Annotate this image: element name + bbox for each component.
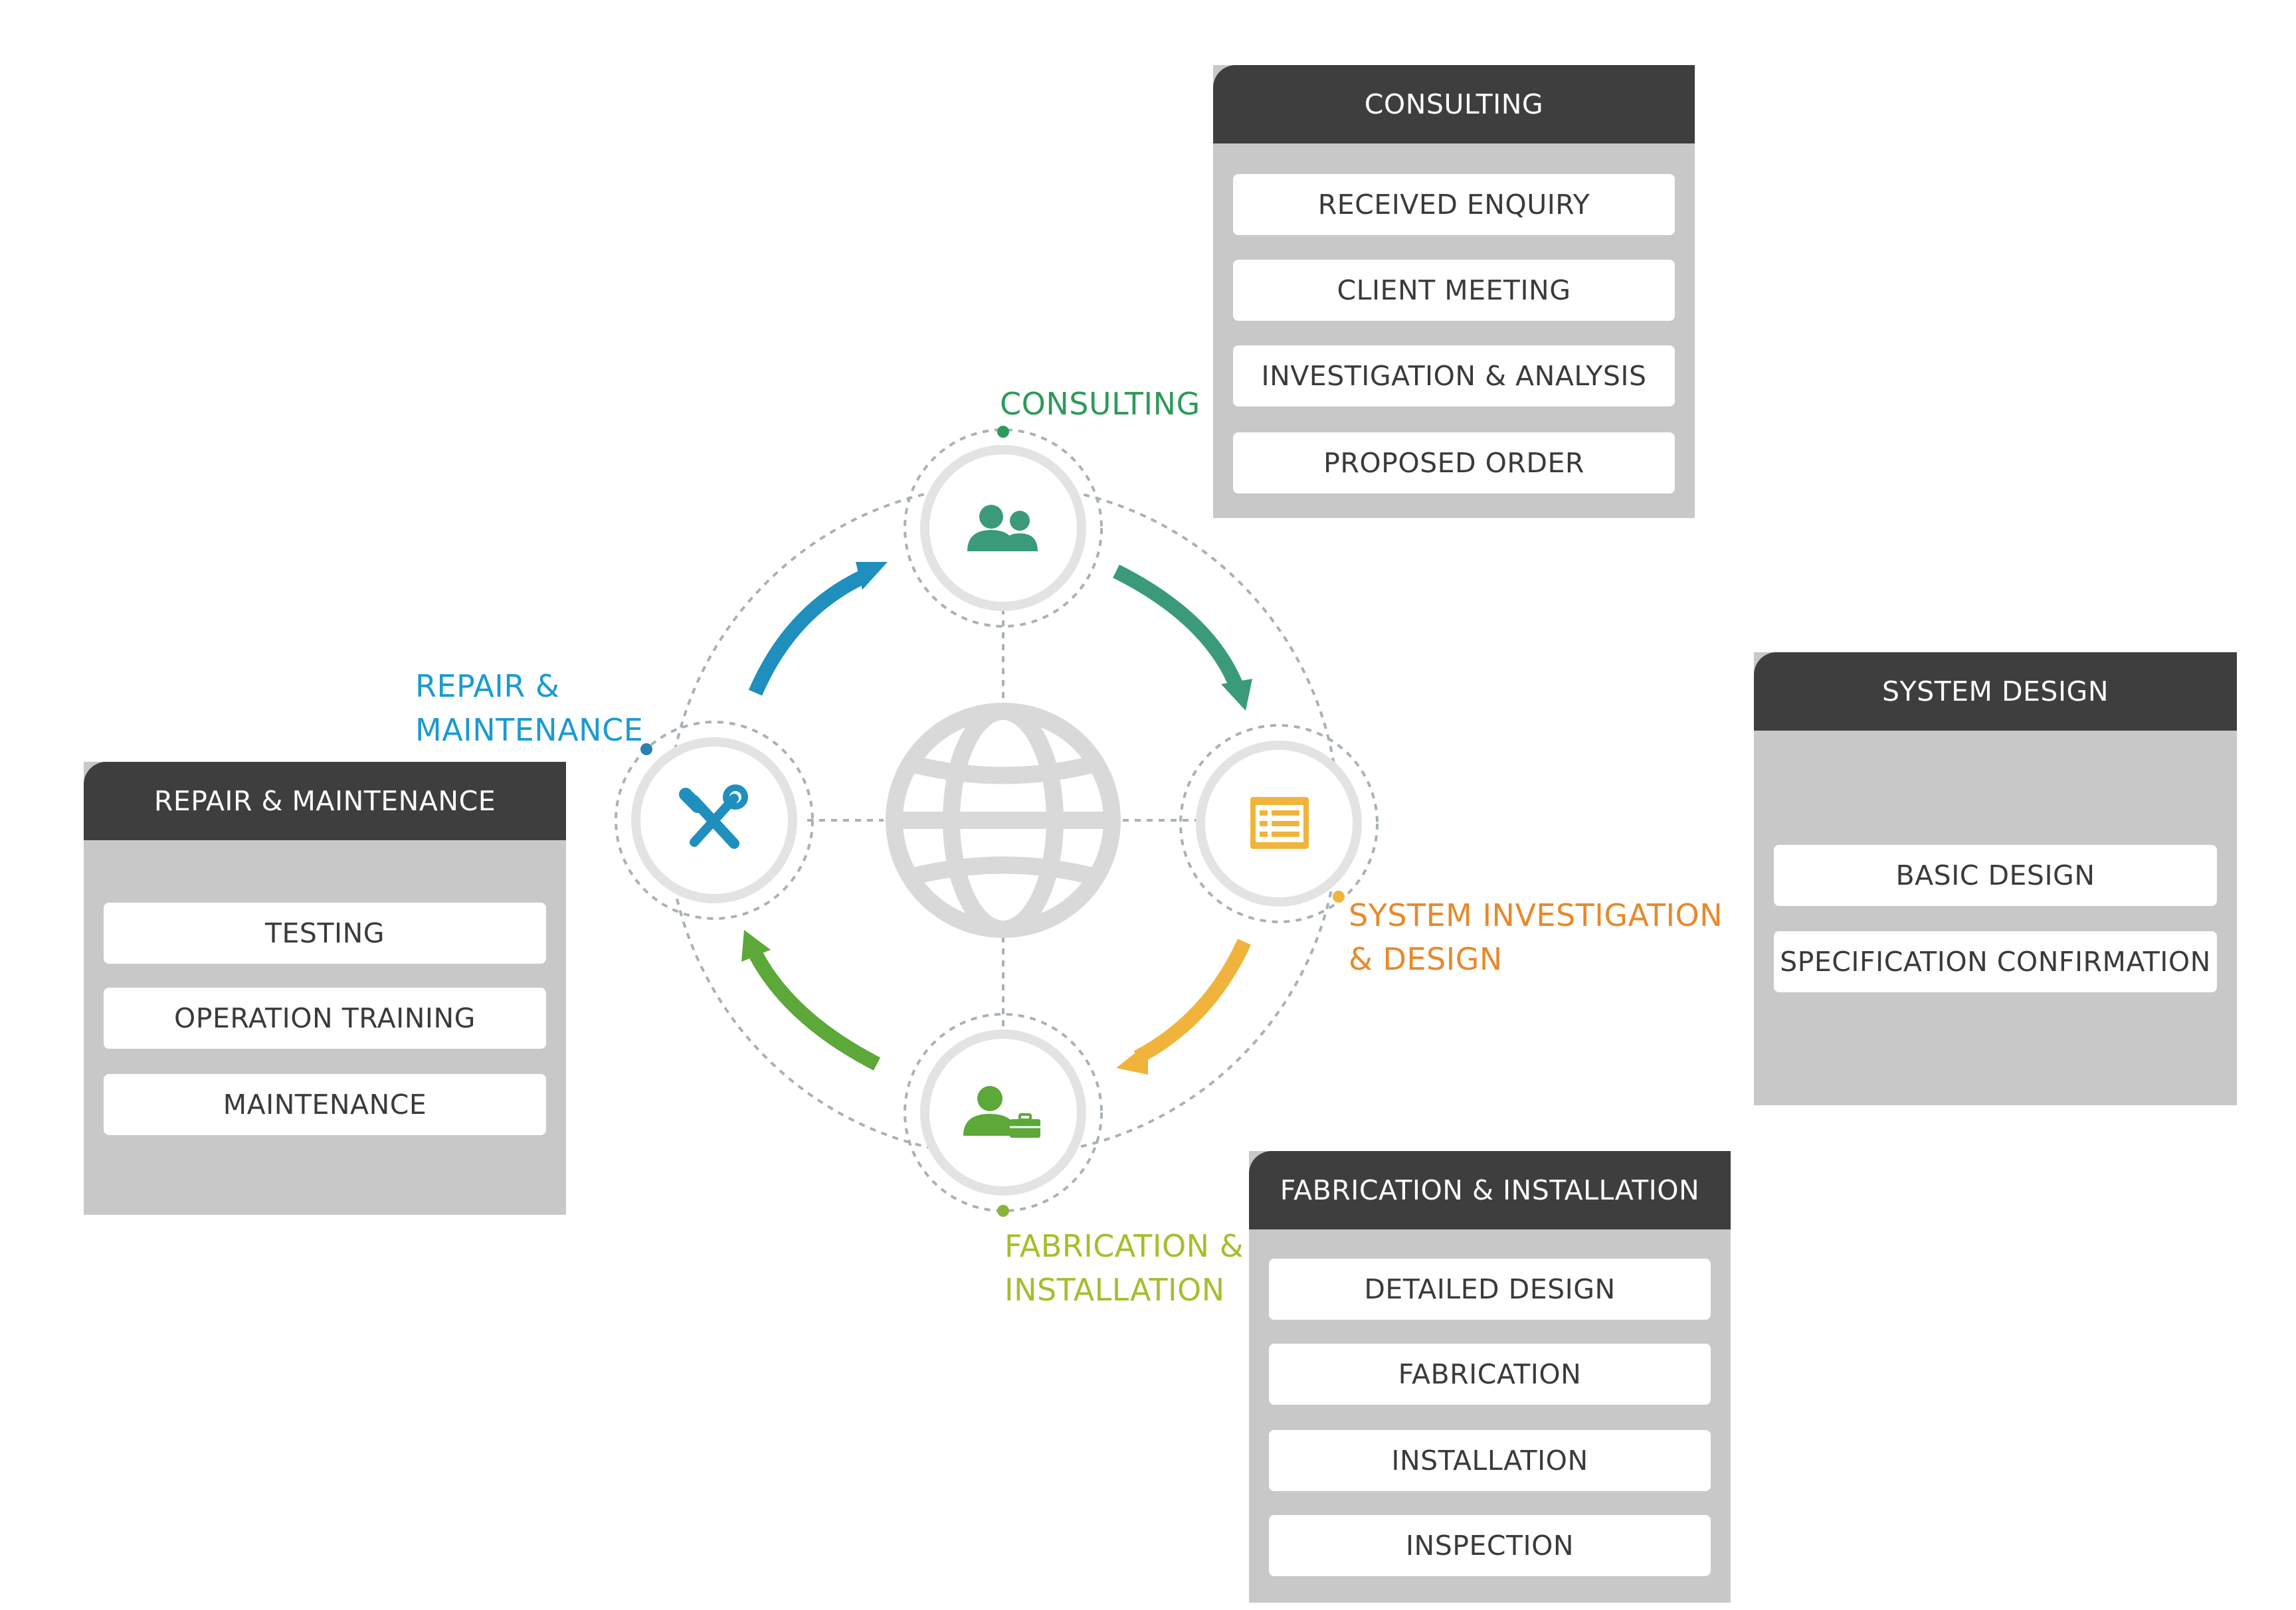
consulting-step-client-meeting[interactable]: CLIENT MEETING [1233, 260, 1675, 321]
repair-panel-title: REPAIR & MAINTENANCE [84, 762, 566, 840]
design-step-basic-design[interactable]: BASIC DESIGN [1774, 845, 2217, 906]
globe-icon [886, 703, 1121, 938]
worker-briefcase-icon [963, 1086, 1040, 1138]
arrow-design-to-fabrication [1116, 939, 1252, 1075]
stage-label-consulting: CONSULTING [1000, 386, 1200, 422]
repair-panel: REPAIR & MAINTENANCE TESTING OPERATION T… [84, 762, 566, 1215]
repair-step-maintenance[interactable]: MAINTENANCE [104, 1074, 546, 1135]
arrow-consulting-to-design [1113, 565, 1252, 711]
design-node[interactable] [1179, 724, 1379, 923]
consulting-step-proposed-order[interactable]: PROPOSED ORDER [1233, 432, 1675, 493]
system-design-panel-title: SYSTEM DESIGN [1754, 652, 2237, 731]
system-design-panel: SYSTEM DESIGN BASIC DESIGN SPECIFICATION… [1754, 652, 2237, 1105]
fabrication-step-installation[interactable]: INSTALLATION [1269, 1430, 1711, 1491]
repair-step-operation-training[interactable]: OPERATION TRAINING [104, 988, 546, 1049]
connector-lines [807, 596, 1199, 1046]
fabrication-step-fabrication[interactable]: FABRICATION [1269, 1344, 1711, 1405]
stage-label-fabrication: FABRICATION & INSTALLATION [1004, 1228, 1244, 1308]
fabrication-step-inspection[interactable]: INSPECTION [1269, 1515, 1711, 1576]
fabrication-panel: FABRICATION & INSTALLATION DETAILED DESI… [1249, 1151, 1731, 1603]
fabrication-step-detailed-design[interactable]: DETAILED DESIGN [1269, 1259, 1711, 1320]
consulting-step-received-enquiry[interactable]: RECEIVED ENQUIRY [1233, 174, 1675, 235]
fabrication-node[interactable] [904, 1013, 1103, 1217]
repair-node[interactable] [615, 721, 814, 920]
design-step-specification-confirmation[interactable]: SPECIFICATION CONFIRMATION [1774, 931, 2217, 992]
arrow-repair-to-consulting [748, 562, 888, 696]
people-icon [967, 505, 1038, 551]
stage-label-repair: REPAIR & MAINTENANCE [415, 668, 644, 748]
document-icon [1250, 797, 1309, 849]
consulting-panel-title: CONSULTING [1213, 65, 1695, 143]
fabrication-panel-title: FABRICATION & INSTALLATION [1249, 1151, 1731, 1229]
tools-icon [679, 784, 748, 849]
consulting-step-investigation-analysis[interactable]: INVESTIGATION & ANALYSIS [1233, 345, 1675, 406]
arrow-fabrication-to-repair [741, 930, 881, 1071]
stage-label-design: SYSTEM INVESTIGATION & DESIGN [1349, 897, 1723, 977]
repair-step-testing[interactable]: TESTING [104, 903, 546, 964]
consulting-panel: CONSULTING RECEIVED ENQUIRY CLIENT MEETI… [1213, 65, 1695, 518]
consulting-node[interactable] [904, 426, 1103, 628]
